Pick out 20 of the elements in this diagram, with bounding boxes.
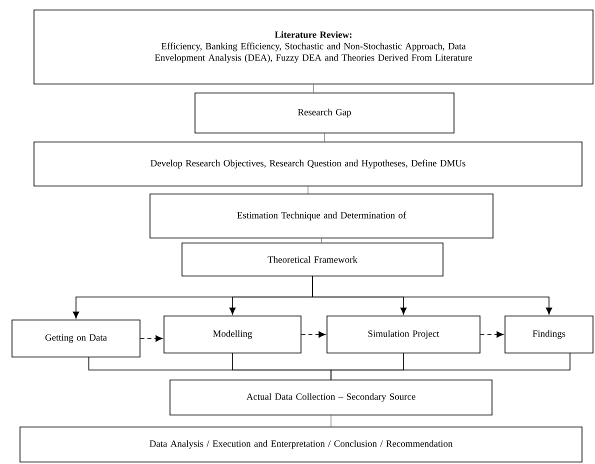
process-box: Getting on Data bbox=[12, 320, 140, 358]
connector-line bbox=[321, 238, 322, 243]
process-box: Theoretical Framework bbox=[182, 242, 444, 276]
process-box: Modelling bbox=[164, 316, 302, 354]
connector-line bbox=[313, 84, 314, 93]
process-box: Findings bbox=[504, 316, 594, 354]
process-box: Develop Research Objectives, Research Question and Hypotheses, Define DMUs bbox=[34, 142, 582, 186]
process-box: Research Gap bbox=[194, 92, 454, 134]
process-box: Actual Data Collection – Secondary Source bbox=[170, 380, 492, 416]
process-box: Simulation Project bbox=[326, 316, 480, 354]
process-box: Literature Review: Efficiency, Banking Efficiency, Stochastic and Non-Stochastic Approach, Data Envelopment Analysis (DEA), Fuzzy DEA and Theories Derived From Literature bbox=[34, 10, 594, 84]
connector-line bbox=[324, 133, 325, 142]
arrow bbox=[301, 331, 326, 338]
arrow bbox=[312, 276, 552, 315]
process-box: Data Analysis / Execution and Enterpretation / Conclusion / Recommendation bbox=[20, 426, 582, 462]
arrow bbox=[480, 331, 504, 338]
connector-line bbox=[330, 352, 570, 380]
process-box: Estimation Technique and Determination of bbox=[150, 194, 494, 238]
connector-line bbox=[330, 415, 332, 427]
arrow bbox=[140, 335, 163, 342]
